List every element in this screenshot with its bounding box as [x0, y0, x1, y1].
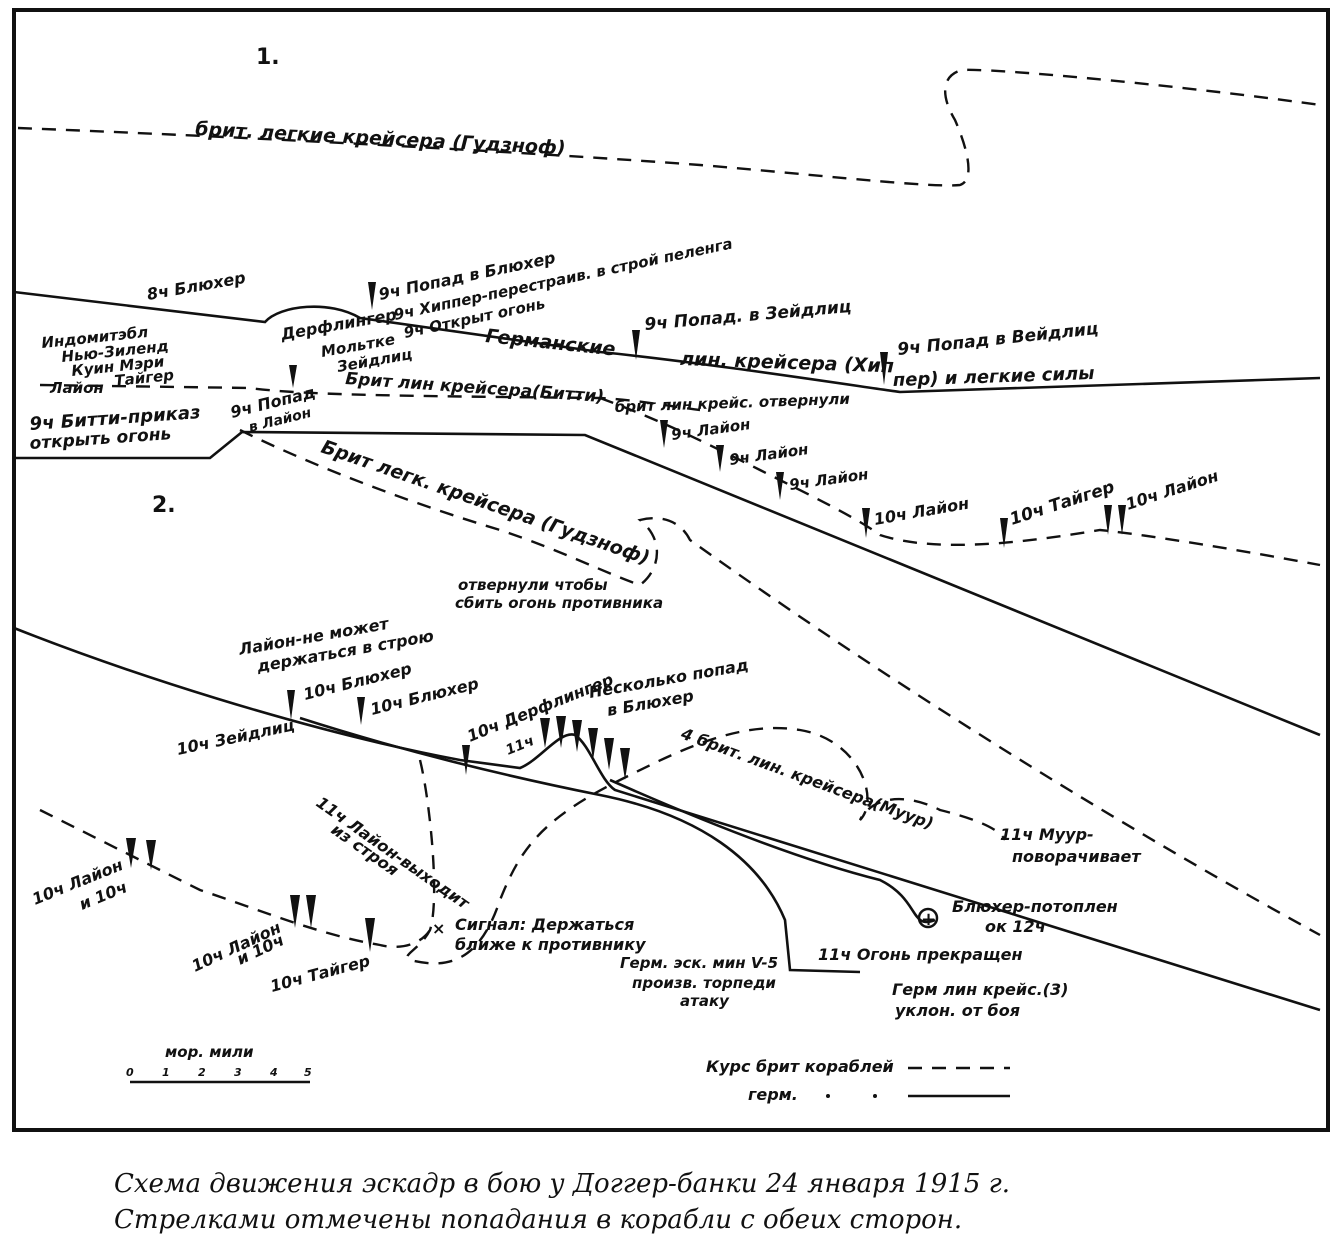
- label-hit-seydlitz-2: 9ч Попад в Вейдлиц: [896, 319, 1099, 360]
- hit-arrow-lion-1040a: [290, 895, 300, 928]
- hit-arrow-lion-1035b: [146, 840, 156, 870]
- hit-arrow-seydlitz-9b: [880, 352, 888, 385]
- label-moore-turn-2: поворачивает: [1012, 847, 1142, 866]
- scale-tick: 3: [234, 1066, 242, 1079]
- hit-arrow-lion-945: [660, 420, 668, 448]
- label-germ-exit-1: Герм лин крейс.(3): [892, 980, 1068, 999]
- german-battlecruisers-route-1: [13, 290, 1321, 394]
- german-route-panel-2-lower: [13, 626, 1321, 1012]
- scale-tick: 5: [304, 1066, 312, 1079]
- hit-arrow-lion-10a: [862, 508, 870, 538]
- section-1-label: 1.: [256, 45, 280, 70]
- label-germ-exit-2: уклон. от боя: [895, 1001, 1020, 1020]
- label-lion-955: 9ч Лайон: [788, 465, 869, 494]
- hit-arrow-lion-950: [716, 445, 724, 472]
- legend-brit-label: Курс брит кораблей: [706, 1057, 894, 1076]
- label-lion-950: 9ч Лайон: [728, 440, 809, 469]
- label-lion-out-1: 11ч Лайон-выходит: [313, 793, 474, 914]
- label-v5-3: атаку: [680, 992, 730, 1010]
- caption-line-2: Стрелками отмечены попадания в корабли с…: [114, 1205, 962, 1235]
- scale-tick: 4: [269, 1066, 278, 1079]
- brit-light-cruisers-route-2: [239, 428, 1321, 937]
- hit-arrow-lion-10b: [1104, 505, 1112, 535]
- brit-light-cruisers-route-1: [17, 68, 1321, 187]
- label-turned-2: сбить огонь противника: [455, 594, 663, 612]
- hit-arrow-blucher-11e: [604, 738, 614, 770]
- label-lion-10a: 10ч Лайон: [872, 494, 970, 529]
- hit-arrow-seydlitz-10: [287, 690, 295, 720]
- label-tiger-10: 10ч Тайгер: [1007, 477, 1117, 530]
- hit-arrow-lion-955: [776, 472, 784, 500]
- hit-arrow-lion-1040b: [306, 895, 316, 928]
- hit-arrow-blucher-9: [368, 282, 376, 310]
- label-sunk-1: Блюхер-потоплен: [952, 897, 1118, 916]
- hit-arrow-blucher-11d: [588, 728, 598, 760]
- label-fire-stop: 11ч Огонь прекращен: [818, 945, 1023, 964]
- hit-arrow-tiger-1050: [365, 918, 375, 952]
- section-2-label: 2.: [152, 493, 176, 518]
- hit-arrow-lion-1035a: [126, 838, 136, 868]
- caption-line-1: Схема движения эскадр в бою у Доггер-бан…: [114, 1169, 1010, 1199]
- label-lion-945: 9ч Лайон: [670, 415, 751, 444]
- hit-arrow-blucher-10: [357, 697, 365, 725]
- hit-arrow-blucher-11a: [540, 718, 550, 748]
- scale-tick: 0: [126, 1066, 134, 1079]
- label-german-line-cruisers: лин. крейсера (Хип: [680, 348, 894, 377]
- hit-arrow-blucher-11f: [620, 748, 630, 780]
- label-brit-turned: брит лин крейс. отвернули: [615, 390, 851, 416]
- label-11h: 11ч: [504, 733, 537, 759]
- legend-germ-dot: [826, 1094, 830, 1098]
- label-signal-1: Сигнал: Держаться: [455, 915, 634, 934]
- label-moore-line: 4 брит. лин. крейсера(Муур): [678, 724, 936, 833]
- brit-battlecruisers-route-1: [39, 383, 701, 412]
- brit-battlecruisers-route-2: [599, 396, 1321, 567]
- label-sunk-2: ок 12ч: [985, 917, 1046, 936]
- scale-tick: 1: [162, 1066, 170, 1079]
- label-brit-light-2: Брит легк. крейсера (Гудзноф): [318, 436, 652, 569]
- moore-route: [406, 726, 1007, 965]
- scale-tick: 2: [198, 1066, 206, 1079]
- map-frame: [12, 8, 1330, 1132]
- label-lion-1: Лайон: [49, 379, 104, 397]
- label-moore-turn-1: 11ч Муур-: [1000, 825, 1094, 844]
- scale-title: мор. мили: [165, 1043, 254, 1061]
- signal-x-icon: ×: [432, 919, 445, 938]
- blucher-route: [299, 716, 861, 974]
- label-blucher-8: 8ч Блюхер: [145, 268, 247, 304]
- label-germans: Германские: [484, 325, 616, 361]
- scale-ticks: 0 1 2 3 4 5: [126, 1066, 312, 1079]
- hit-arrow-derfflinger-10: [462, 745, 470, 775]
- label-lion-10b: 10ч Лайон: [1123, 466, 1220, 514]
- hit-arrow-seydlitz-9a: [632, 330, 640, 360]
- label-signal-2: ближе к противнику: [455, 935, 646, 954]
- blucher-sunk-mark: [917, 907, 939, 929]
- label-tiger-10b: 10ч Тайгер: [268, 951, 372, 996]
- hit-arrow-lion-10c: [1118, 505, 1126, 535]
- brit-route-lower-left: [39, 808, 431, 949]
- legend-germ-dot: [873, 1094, 877, 1098]
- label-turned-1: отвернули чтобы: [458, 576, 608, 594]
- legend-germ-label: герм.: [748, 1085, 798, 1104]
- hit-arrow-lion-9a: [289, 365, 297, 388]
- hit-arrow-blucher-11b: [556, 716, 566, 748]
- label-v5-1: Герм. эск. мин V-5: [620, 954, 778, 972]
- label-v5-2: произв. торпеди: [632, 974, 776, 992]
- hit-arrow-tiger-10: [1000, 518, 1008, 548]
- label-brit-line-cruisers: Брит лин крейсера(Битти): [345, 369, 605, 407]
- label-hit-seydlitz-1: 9ч Попад. в Зейдлиц: [644, 297, 853, 335]
- sunk-plus-icon: +: [921, 909, 936, 930]
- hit-arrow-blucher-11c: [572, 720, 582, 752]
- german-route-sunk: [609, 778, 936, 924]
- label-seydlitz-10: 10ч Зейдлиц: [175, 715, 296, 759]
- label-brit-light-1: брит. легкие крейсера (Гудзноф): [195, 118, 566, 159]
